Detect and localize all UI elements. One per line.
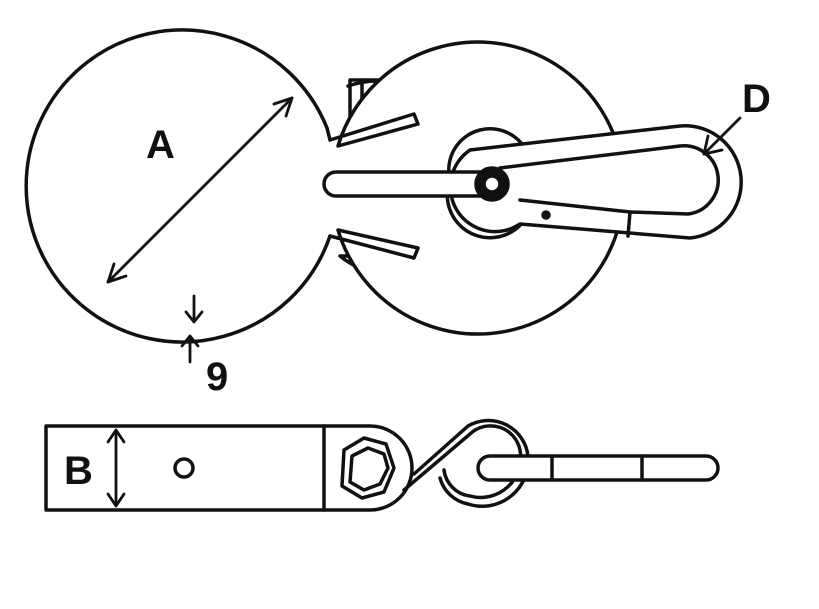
top-view: [24, 28, 743, 364]
strap-hole: [173, 457, 195, 479]
label-b: B: [64, 449, 93, 493]
dimension-a-arrow: [106, 96, 294, 284]
side-view: [44, 418, 720, 512]
label-thickness: 9: [206, 355, 228, 399]
hook-shaft-side: [476, 454, 720, 482]
label-a: A: [146, 123, 175, 167]
snap-hook: [448, 124, 743, 240]
dimension-b-arrow: [106, 428, 126, 508]
dimension-d-arrow: [702, 116, 742, 156]
hook-pin: [322, 166, 510, 202]
hex-bolt-side: [340, 436, 396, 500]
thickness-dimension-arrows: [180, 294, 204, 364]
strap-plate: [44, 424, 414, 512]
label-d: D: [742, 77, 771, 121]
